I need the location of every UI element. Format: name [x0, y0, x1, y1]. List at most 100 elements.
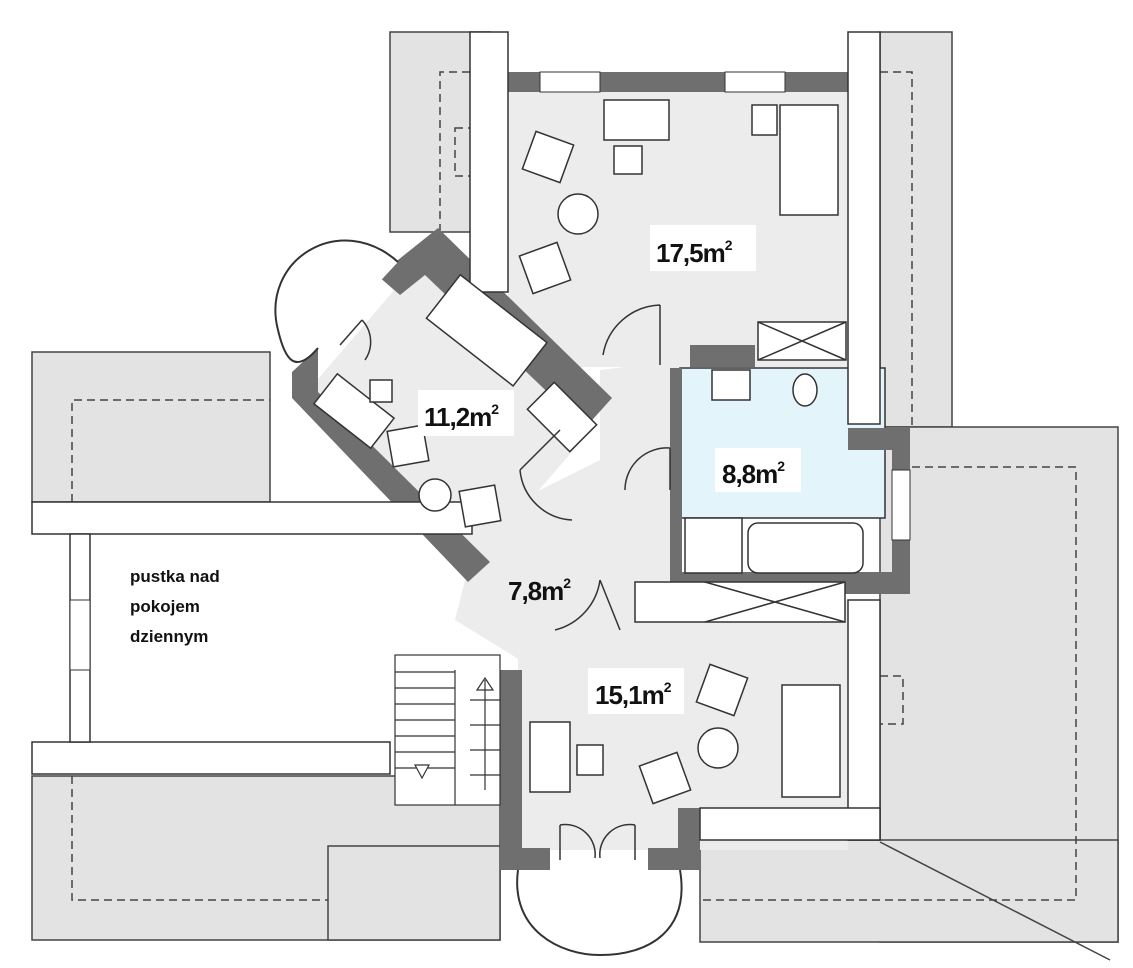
area-top-room-sup: 2 [725, 237, 733, 253]
bathroom-fixtures [684, 369, 864, 574]
floor-hall [455, 360, 680, 660]
wall-bath-left [670, 368, 682, 578]
eaves-left [71, 399, 270, 502]
table-bottom [697, 727, 739, 769]
svg-text:11,2m2: 11,2m2 [424, 401, 499, 432]
bed-top [779, 104, 839, 216]
area-bathroom-sup: 2 [777, 458, 785, 474]
void-note-line-3: dziennym [130, 627, 208, 646]
stair-arrow-up [475, 676, 495, 790]
wardrobe-bottom [634, 581, 846, 623]
bathtub [747, 522, 864, 574]
void-note-line-1: pustka nad [130, 567, 220, 586]
room-label-top: 17,5m2 [650, 225, 756, 271]
area-angled-room: 11,2m [424, 402, 491, 432]
stair-treads [395, 671, 500, 776]
door-top-room [602, 304, 661, 365]
wall-strip-bottom-right [699, 807, 881, 841]
stair-arrow-down [413, 764, 431, 780]
stair-block [394, 654, 501, 806]
stool-angled [369, 379, 393, 403]
wall-bottom-left [500, 670, 522, 870]
wall-bottom-left-stub [500, 848, 550, 870]
label-box-top [650, 225, 756, 271]
void-note: pustka nad pokojem dziennym [130, 567, 220, 646]
desk-bottom [529, 721, 571, 793]
staircase [394, 654, 501, 806]
svg-text:8,8m2: 8,8m2 [722, 458, 785, 489]
outer-walls [31, 31, 881, 841]
desk-angled [312, 372, 396, 450]
roof-bottom-right [699, 839, 1119, 943]
stool [613, 145, 643, 175]
area-hall: 7,8m [508, 576, 563, 606]
door-angled-room [519, 429, 573, 521]
wall-strip-top-right [847, 31, 881, 425]
area-bottom-room: 15,1m [595, 680, 664, 710]
label-box-bathroom [715, 448, 801, 492]
wardrobe-bottom-cross [704, 581, 846, 623]
room-label-bathroom: 8,8m2 [715, 448, 801, 492]
area-hall-sup: 2 [563, 575, 571, 591]
toilet [792, 373, 818, 407]
window-void [69, 599, 91, 671]
void-note-line-2: pokojem [130, 597, 200, 616]
bed-bottom [781, 684, 841, 798]
window-top-left [539, 71, 601, 93]
area-top-room: 17,5m [656, 238, 725, 268]
washbasin [711, 369, 751, 401]
furniture-top-room [518, 99, 847, 361]
svg-text:7,8m2: 7,8m2 [508, 575, 571, 606]
windows [69, 71, 911, 671]
roof-left [31, 351, 271, 503]
door-bay-left [559, 823, 596, 860]
svg-text:15,1m2: 15,1m2 [595, 679, 672, 710]
wall-strip-left [31, 501, 473, 535]
eaves-right [700, 466, 1077, 901]
chair-4 [458, 484, 502, 528]
bed-angled [425, 273, 549, 387]
shower [684, 517, 743, 574]
door-bathroom [624, 447, 671, 491]
lower-step [327, 845, 501, 941]
room-label-hall: 7,8m2 [508, 575, 572, 606]
door-bay-right [599, 823, 636, 860]
window-bath [891, 469, 911, 541]
roof-hip-line [879, 841, 1111, 961]
door-bottom-room [554, 579, 621, 631]
nightstand [751, 104, 778, 136]
label-box-angled [418, 390, 514, 436]
bay-window-bottom [516, 869, 683, 957]
area-bottom-room-sup: 2 [664, 679, 672, 695]
eaves-top [439, 71, 913, 427]
area-angled-room-sup: 2 [491, 401, 499, 417]
doors [339, 304, 671, 860]
room-label-bottom: 15,1m2 [588, 668, 684, 714]
chair-6 [638, 751, 692, 805]
wall-bath-top [690, 345, 755, 367]
desk [603, 99, 670, 141]
wardrobe-angled [526, 381, 598, 453]
wall-strip-left-lower [31, 741, 391, 775]
chair-2 [518, 241, 572, 295]
chair-1 [521, 130, 575, 184]
label-box-bottom [588, 668, 684, 714]
table-top-room [557, 193, 599, 235]
furniture-angled-room [312, 273, 598, 528]
window-top-right [724, 71, 786, 93]
table-angled [418, 478, 452, 512]
area-bathroom: 8,8m [722, 459, 777, 489]
svg-text:17,5m2: 17,5m2 [656, 237, 733, 268]
wall-strip-right-lower [847, 599, 881, 841]
chair-5 [695, 663, 749, 717]
bay-window-angled [274, 239, 399, 363]
wall-bottom-right-stub [648, 848, 700, 870]
door-wardrobe-angled [339, 319, 372, 361]
roof-top-right [879, 31, 953, 428]
wardrobe-top-cross [757, 321, 847, 361]
stool-bottom [576, 744, 604, 776]
wall-strip-top-left [469, 31, 509, 293]
furniture-bottom-room [529, 581, 846, 805]
room-label-angled: 11,2m2 [418, 390, 514, 436]
